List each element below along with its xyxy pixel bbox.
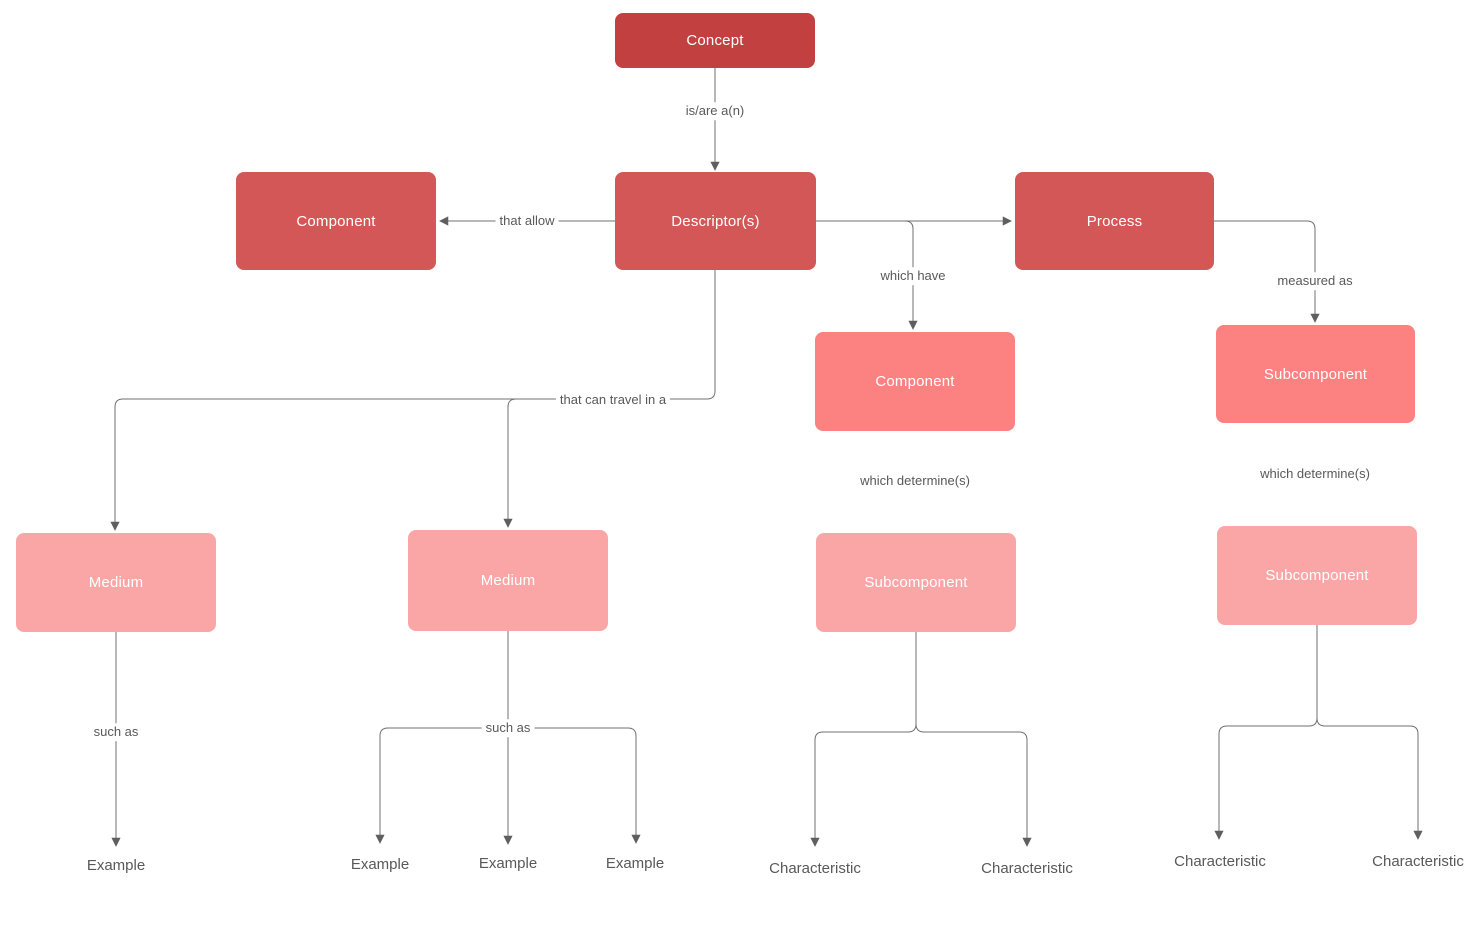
connector-descriptor-medium-center [503, 398, 517, 528]
text-node-characteristic-3: Characteristic [1174, 853, 1266, 870]
text-node-example-4: Example [605, 855, 665, 872]
node-component-left[interactable]: Component [236, 172, 436, 270]
node-subcomponent-right-bottom[interactable]: Subcomponent [1217, 526, 1417, 625]
edge-label-such-as-center: such as [481, 719, 535, 737]
edge-label-such-as-left: such as [89, 723, 143, 741]
edge-label-which-determines-mid: which determine(s) [856, 472, 974, 490]
connector-subcomponent-right-characteristic-1 [1214, 625, 1318, 840]
connector-subcomponent-right-characteristic-2 [1316, 717, 1423, 840]
node-subcomponent-mid[interactable]: Subcomponent [816, 533, 1016, 632]
connector-medium-center-example-1 [375, 727, 508, 844]
node-subcomponent-right-top[interactable]: Subcomponent [1216, 325, 1415, 423]
edge-label-that-can-travel-in-a: that can travel in a [555, 391, 671, 409]
edge-label-that-allow: that allow [495, 212, 559, 230]
node-medium-left[interactable]: Medium [16, 533, 216, 632]
node-process[interactable]: Process [1015, 172, 1214, 270]
text-node-example-2: Example [350, 856, 410, 873]
node-concept[interactable]: Concept [615, 13, 815, 68]
node-descriptor[interactable]: Descriptor(s) [615, 172, 816, 270]
text-node-characteristic-2: Characteristic [981, 860, 1073, 877]
text-node-example-1: Example [86, 857, 146, 874]
text-node-example-3: Example [478, 855, 538, 872]
connector-subcomponent-mid-characteristic-1 [810, 632, 917, 847]
edge-label-measured-as: measured as [1273, 272, 1357, 290]
connector-subcomponent-mid-characteristic-2 [915, 723, 1032, 847]
edge-label-which-have: which have [876, 267, 950, 285]
connector-medium-center-example-3 [508, 727, 641, 844]
node-medium-center[interactable]: Medium [408, 530, 608, 631]
edge-label-which-determines-right: which determine(s) [1256, 465, 1374, 483]
edge-label-is-are-an: is/are a(n) [681, 102, 749, 120]
text-node-characteristic-4: Characteristic [1372, 853, 1464, 870]
node-component-mid[interactable]: Component [815, 332, 1015, 431]
text-node-characteristic-1: Characteristic [769, 860, 861, 877]
